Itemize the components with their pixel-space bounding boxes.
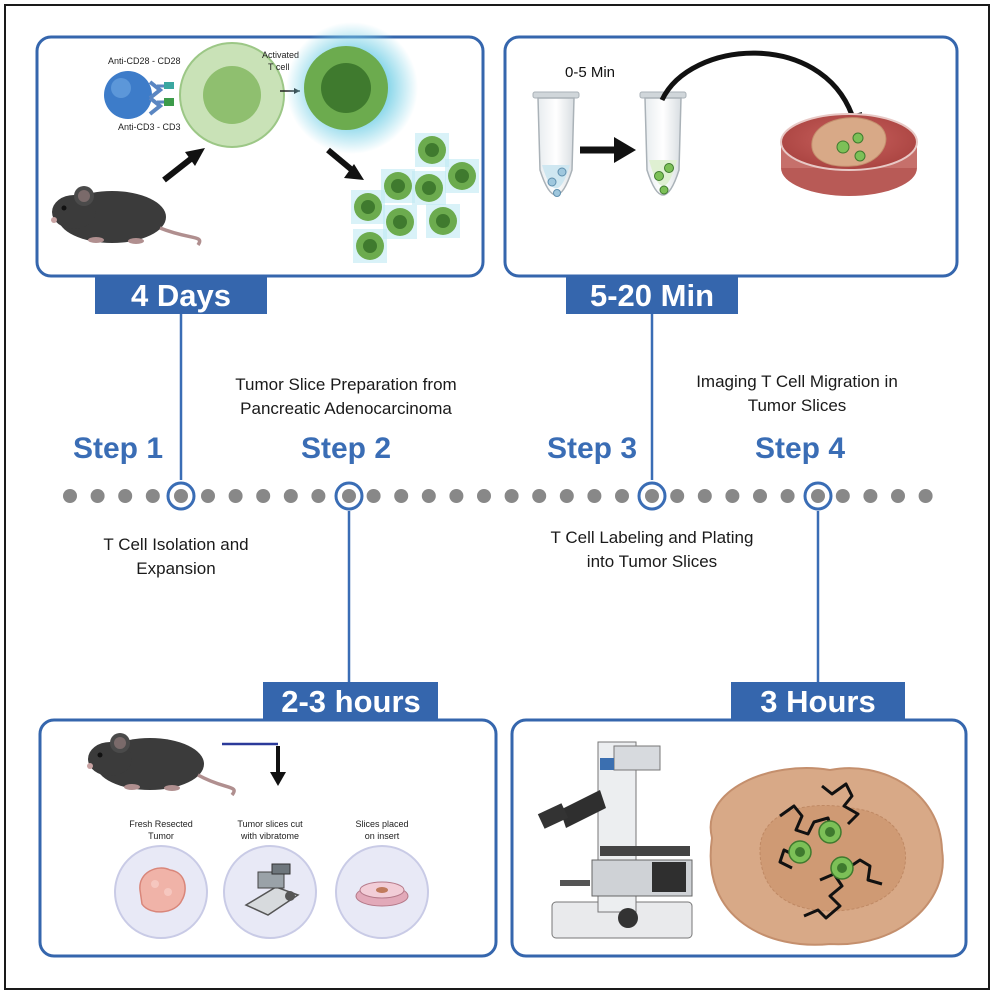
timeline-dot	[90, 489, 105, 503]
timeline-dot	[559, 489, 574, 503]
timeline-dot	[366, 489, 381, 503]
activated-t-cell-icon	[286, 22, 418, 154]
step3-desc-line2: into Tumor Slices	[587, 552, 717, 571]
timeline-dot	[504, 489, 519, 503]
duration-step1: 4 Days	[131, 278, 231, 313]
mouse-icon	[87, 733, 236, 797]
timeline-dot	[891, 489, 905, 503]
step1-desc-line2: Expansion	[136, 559, 215, 578]
expanded-t-cells-icon	[351, 133, 479, 263]
expanded-t-cell	[436, 214, 450, 228]
petri-dish-icon	[780, 113, 918, 196]
timeline-dot	[587, 489, 602, 503]
step1-label: Step 1	[73, 432, 163, 465]
step3-label: Step 3	[547, 432, 637, 465]
timeline-dot	[449, 489, 464, 503]
t-cell-icon	[788, 820, 854, 880]
step3-desc-line1: T Cell Labeling and Plating	[551, 528, 754, 547]
microscope-icon	[537, 741, 693, 939]
placed-label-line2: on insert	[365, 831, 400, 841]
timeline-dot	[118, 489, 133, 503]
activated-label-line2: T cell	[268, 62, 289, 72]
timeline-dot	[145, 489, 160, 503]
fresh-label-line1: Fresh Resected	[129, 819, 193, 829]
arrow-icon	[162, 147, 364, 183]
marker-dots	[174, 489, 825, 503]
insert-icon	[335, 845, 429, 939]
cut-label-line1: Tumor slices cut	[237, 819, 303, 829]
panel-step3: 0-5 Min	[503, 35, 959, 278]
placed-label-line1: Slices placed	[355, 819, 408, 829]
activated-label-line1: Activated	[262, 50, 299, 60]
vibratome-icon	[223, 845, 317, 939]
timeline	[63, 489, 933, 503]
duration-tag-step1: 4 Days	[95, 276, 267, 314]
down-arrow-icon	[270, 746, 286, 786]
timeline-dot	[863, 489, 878, 503]
duration-step4: 3 Hours	[760, 684, 875, 719]
apc-cell-icon	[104, 71, 164, 119]
tumor-icon	[114, 845, 208, 939]
expanded-t-cell	[422, 181, 436, 195]
receptor-icon	[157, 82, 174, 106]
step1-desc-line1: T Cell Isolation and	[103, 535, 248, 554]
timeline-dot	[615, 489, 629, 503]
antibody-top-label: Anti-CD28 - CD28	[108, 56, 181, 66]
naive-t-cell-icon	[179, 42, 285, 148]
duration-tag-step3: 5-20 Min	[566, 276, 738, 314]
panel-step4	[510, 718, 968, 958]
timeline-dot	[918, 489, 933, 503]
panel-step2: Fresh Resected Tumor Tumor slices cut wi…	[38, 718, 498, 958]
timeline-dot	[256, 489, 271, 503]
cut-label-line2: with vibratome	[240, 831, 299, 841]
step4-desc-line2: Tumor Slices	[748, 396, 847, 415]
expanded-t-cell	[363, 239, 377, 253]
time-label: 0-5 Min	[565, 64, 615, 81]
timeline-dot	[697, 489, 712, 503]
expanded-t-cell	[391, 179, 405, 193]
timeline-dot	[477, 489, 491, 503]
tube-icon	[532, 91, 580, 197]
step4-label: Step 4	[755, 432, 845, 465]
tumor-slice-icon	[709, 767, 944, 946]
duration-tag-step2: 2-3 hours	[263, 682, 438, 720]
expanded-t-cell	[361, 200, 375, 214]
duration-step2: 2-3 hours	[281, 684, 421, 719]
duration-step3: 5-20 Min	[590, 278, 714, 313]
timeline-dot	[753, 489, 767, 503]
timeline-dot	[228, 489, 243, 503]
expanded-t-cell	[455, 169, 469, 183]
fresh-label-line2: Tumor	[148, 831, 174, 841]
step2-label: Step 2	[301, 432, 391, 465]
timeline-dot	[283, 489, 298, 503]
expanded-t-cell	[425, 143, 439, 157]
panel-step1: Anti-CD28 - CD28 Anti-CD3 - CD3 Activate…	[35, 22, 485, 278]
timeline-dot	[394, 489, 409, 503]
timeline-dot	[780, 489, 795, 503]
step2-desc-line2: Pancreatic Adenocarcinoma	[240, 399, 452, 418]
expanded-t-cell	[393, 215, 407, 229]
antibody-bottom-label: Anti-CD3 - CD3	[118, 122, 181, 132]
duration-tag-step4: 3 Hours	[731, 682, 905, 720]
step2-desc-line1: Tumor Slice Preparation from	[235, 375, 456, 394]
transfer-arrow-icon	[580, 137, 636, 163]
step4-desc-line1: Imaging T Cell Migration in	[696, 372, 898, 391]
timeline-dot	[725, 489, 740, 503]
connector-lines	[179, 310, 820, 682]
timeline-dot	[421, 489, 436, 503]
timeline-dot	[532, 489, 547, 503]
timeline-dot	[670, 489, 685, 503]
timeline-dot	[201, 489, 215, 503]
timeline-dot	[63, 489, 77, 503]
timeline-dot	[311, 489, 326, 503]
mouse-icon	[51, 186, 202, 247]
timeline-dot	[835, 489, 850, 503]
